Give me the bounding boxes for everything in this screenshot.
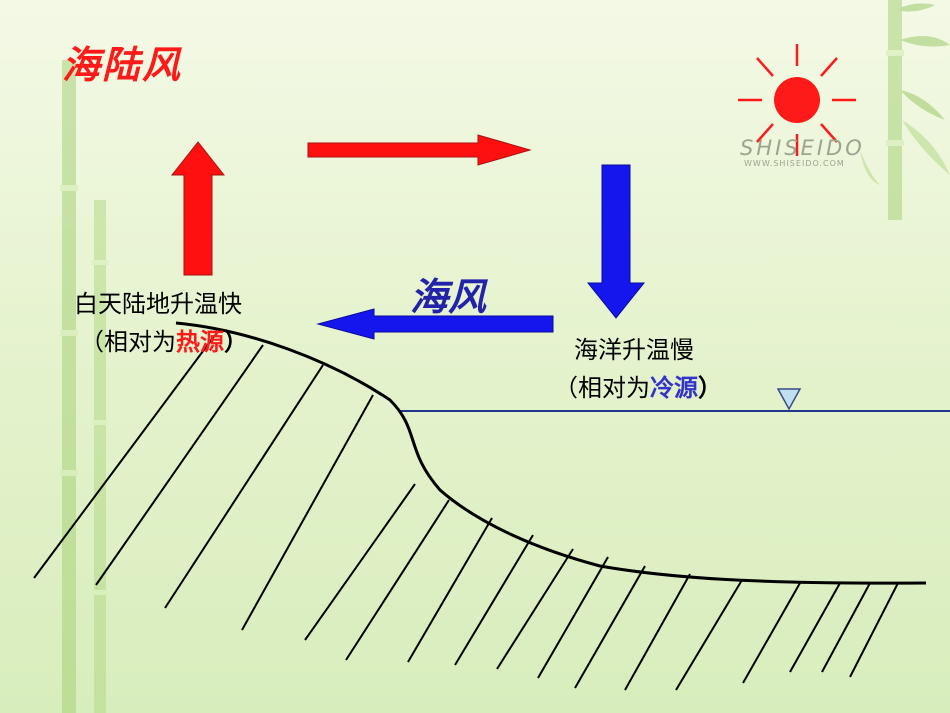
sea-note-prefix: （相对为 <box>554 374 650 402</box>
land-description: 白天陆地升温快 <box>74 290 242 318</box>
logo-url: WWW.SHISEIDO.COM <box>744 159 845 168</box>
rising-air-arrow <box>170 141 226 276</box>
heat-source-label: 热源 <box>176 328 224 356</box>
sea-description: 海洋升温慢 <box>574 336 694 364</box>
ground-hatching <box>33 334 899 691</box>
land-note-prefix: （相对为 <box>80 328 176 356</box>
bamboo-decoration <box>60 0 950 713</box>
sun-icon <box>738 44 856 156</box>
page-title: 海陆风 <box>62 43 183 87</box>
sinking-air-arrow <box>586 164 646 319</box>
sea-breeze-label: 海风 <box>410 275 487 319</box>
land-note-suffix: ） <box>224 328 248 356</box>
logo-wordmark: SHISEIDO <box>740 136 865 160</box>
sea-breeze-arrow <box>316 308 554 340</box>
water-level-icon <box>776 388 802 411</box>
cold-source-label: 冷源 <box>650 374 698 402</box>
upper-air-arrow <box>307 134 532 166</box>
coastline-profile <box>175 321 927 585</box>
sea-note-suffix: ） <box>698 374 722 402</box>
land-heat-source-note: （相对为热源） <box>80 322 248 357</box>
sea-cold-source-note: （相对为冷源） <box>554 368 722 403</box>
